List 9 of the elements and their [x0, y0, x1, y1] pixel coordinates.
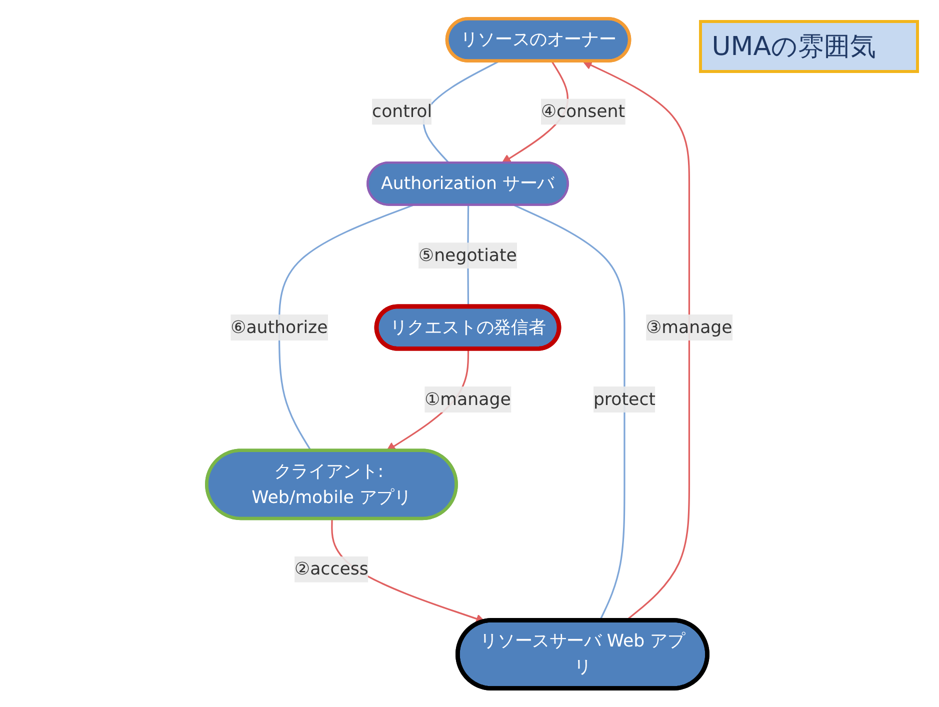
edge-label: ②access: [294, 558, 368, 580]
edge-label: ⑤negotiate: [418, 244, 517, 266]
edge-label: protect: [593, 388, 656, 410]
edge-label: control: [372, 100, 432, 122]
title-box: UMAの雰囲気: [698, 20, 919, 73]
edge-label: ⑥authorize: [230, 316, 328, 338]
edge-label: ④consent: [540, 100, 626, 122]
edge-label: ①manage: [424, 388, 511, 410]
edge-label: ③manage: [646, 316, 732, 338]
